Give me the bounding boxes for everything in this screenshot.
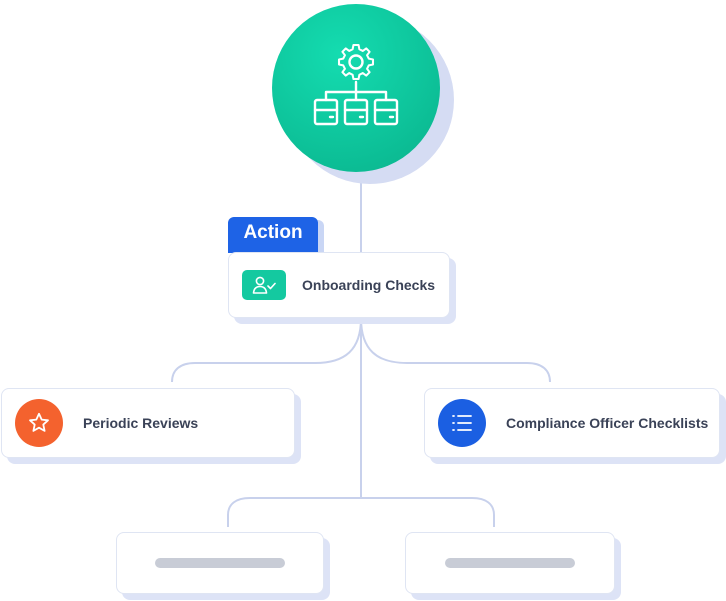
user-check-icon bbox=[252, 276, 276, 294]
periodic-reviews-label: Periodic Reviews bbox=[83, 415, 199, 431]
action-tag: Action bbox=[228, 217, 318, 253]
list-icon bbox=[452, 415, 472, 431]
connector-branch-bottom bbox=[227, 497, 495, 527]
placeholder-card-right bbox=[405, 532, 615, 594]
compliance-checklists-card[interactable]: Compliance Officer Checklists bbox=[424, 388, 720, 458]
compliance-badge bbox=[438, 399, 486, 447]
compliance-checklists-label: Compliance Officer Checklists bbox=[506, 415, 709, 431]
onboarding-checks-label: Onboarding Checks bbox=[302, 277, 436, 293]
star-icon bbox=[29, 412, 49, 432]
placeholder-card-left bbox=[116, 532, 324, 594]
placeholder-bar bbox=[445, 558, 575, 568]
onboarding-badge bbox=[242, 270, 286, 300]
connector-branch-right bbox=[360, 317, 551, 383]
periodic-reviews-card[interactable]: Periodic Reviews bbox=[1, 388, 295, 458]
gear-network-icon bbox=[313, 43, 399, 126]
connector-branch-left bbox=[171, 317, 362, 383]
action-tag-label: Action bbox=[243, 222, 303, 243]
hub-circle bbox=[272, 4, 440, 172]
onboarding-checks-card[interactable]: Onboarding Checks bbox=[228, 252, 450, 318]
placeholder-bar bbox=[155, 558, 285, 568]
process-hub bbox=[272, 4, 454, 184]
periodic-badge bbox=[15, 399, 63, 447]
